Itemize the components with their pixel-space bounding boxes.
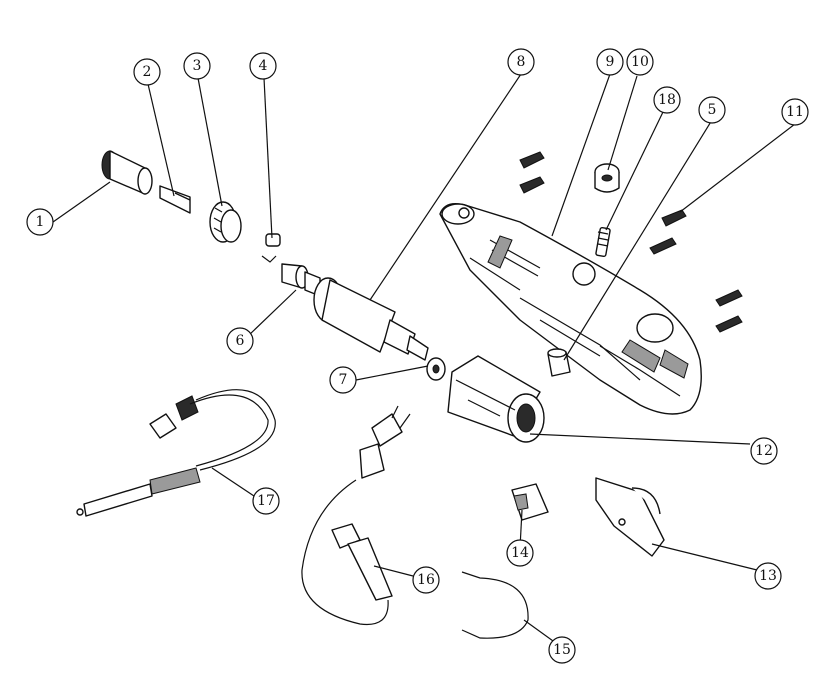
callout-11-label: 11 <box>786 104 804 120</box>
tool-housing-part <box>439 202 702 415</box>
shaft-lock-ring-part <box>209 201 242 243</box>
callout-1: 1 <box>26 208 54 236</box>
collet-nut-part <box>101 150 153 195</box>
callout-11: 11 <box>781 98 809 126</box>
callout-6-label: 6 <box>236 333 245 349</box>
callout-12-label: 12 <box>755 443 773 459</box>
callout-16: 16 <box>412 566 440 594</box>
callout-18-label: 18 <box>658 92 676 108</box>
callout-7: 7 <box>329 366 357 394</box>
callout-10-label: 10 <box>631 54 649 70</box>
callout-5: 5 <box>698 96 726 124</box>
callout-3: 3 <box>183 52 211 80</box>
callout-4-label: 4 <box>259 58 268 74</box>
callout-2-label: 2 <box>143 64 152 80</box>
callout-17-label: 17 <box>257 493 275 509</box>
brush-cap-part <box>594 163 620 193</box>
wire-spring-part <box>461 571 529 639</box>
callout-3-label: 3 <box>193 58 202 74</box>
callout-7-label: 7 <box>339 372 348 388</box>
callout-15-label: 15 <box>553 642 571 658</box>
callout-9: 9 <box>596 48 624 76</box>
callout-6: 6 <box>226 327 254 355</box>
callout-5-label: 5 <box>708 102 717 118</box>
housing-screws <box>519 151 743 333</box>
switch-sleeve-part <box>447 355 545 443</box>
callout-12: 12 <box>750 437 778 465</box>
callout-14: 14 <box>506 539 534 567</box>
motor-armature-part <box>281 263 446 381</box>
callout-13: 13 <box>754 562 782 590</box>
clip-part <box>261 233 281 263</box>
callout-9-label: 9 <box>606 54 615 70</box>
power-cord-part <box>301 405 411 626</box>
callout-15: 15 <box>548 636 576 664</box>
brush-holder-part <box>547 348 571 377</box>
switch-button-part <box>511 483 549 521</box>
callout-10: 10 <box>626 48 654 76</box>
callout-4: 4 <box>249 52 277 80</box>
flexible-shaft-part <box>76 389 276 517</box>
carbon-brush-part <box>595 226 611 258</box>
callout-14-label: 14 <box>511 545 529 561</box>
callout-18: 18 <box>653 86 681 114</box>
callout-8: 8 <box>507 48 535 76</box>
callout-8-label: 8 <box>517 54 526 70</box>
callout-2: 2 <box>133 58 161 86</box>
side-plate-part <box>595 477 665 557</box>
callout-16-label: 16 <box>417 572 435 588</box>
collet-part <box>159 185 191 214</box>
leader-lines <box>52 73 796 647</box>
callout-13-label: 13 <box>759 568 777 584</box>
callout-1-label: 1 <box>36 214 45 230</box>
callout-17: 17 <box>252 487 280 515</box>
